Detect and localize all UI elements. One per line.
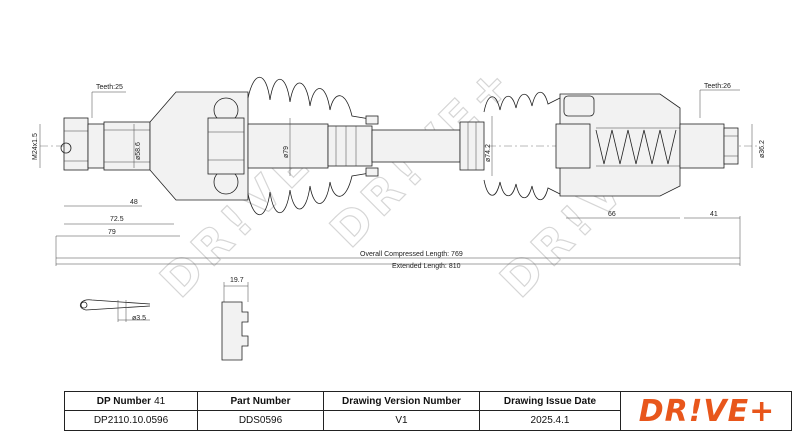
- len-72-5-label: 72.5: [110, 216, 124, 223]
- title-block-grid: DP Number 41 Part Number Drawing Version…: [65, 392, 621, 430]
- left-boot-clamp-bottom: [365, 167, 379, 177]
- dia-joint-right-label: ø74.2: [485, 144, 492, 162]
- joint-cage: [207, 117, 245, 175]
- dimension-labels: Teeth:25 Teeth:26 M24x1.5 ø58.6 ø79 ø74.…: [32, 83, 766, 270]
- right-boot-bottom: [483, 179, 561, 201]
- len-79-label: 79: [108, 229, 116, 236]
- tripod-spider: [555, 123, 591, 169]
- part-number-cell: DDS0596: [198, 411, 324, 430]
- hex-nut: [63, 117, 89, 171]
- teeth-right-label: Teeth:26: [704, 83, 731, 90]
- left-boot-clamp-top: [365, 115, 379, 125]
- drive-logo: DR!VE+: [638, 393, 776, 429]
- shaft: [247, 121, 485, 171]
- dia-stub-right-label: ø36.2: [759, 140, 766, 158]
- dp-number-value: 41: [154, 395, 166, 407]
- dimension-lines: [39, 89, 753, 266]
- right-stub-spline: [723, 127, 739, 165]
- thread-label: M24x1.5: [32, 133, 39, 160]
- len-48-label: 48: [130, 199, 138, 206]
- cotter-pin: [79, 299, 151, 311]
- shaft-spline-right: [459, 121, 485, 171]
- dia-joint-left-label: ø79: [283, 146, 290, 158]
- retaining-ring-detail: 19.7: [221, 277, 249, 361]
- dia-stub-left-label: ø58.6: [135, 142, 142, 160]
- right-stub-body: [679, 123, 725, 169]
- stub-shoulder: [103, 121, 151, 171]
- left-boot-top: [247, 77, 377, 121]
- shaft-tube: [371, 129, 461, 163]
- dp-number-header: DP Number 41: [65, 392, 198, 411]
- tripod-housing: [559, 93, 681, 197]
- version-cell: V1: [324, 411, 480, 430]
- drawing-issue-date-header: Drawing Issue Date: [480, 392, 621, 411]
- cotter-pin-detail: ø3.5: [79, 299, 151, 322]
- left-boot-bottom: [247, 171, 377, 215]
- cotter-hole: [60, 142, 72, 154]
- extended-length-label: Extended Length: 810: [392, 263, 461, 270]
- shaft-spline-left: [327, 125, 373, 167]
- len-66-label: 66: [608, 211, 616, 218]
- spline-stub: [87, 123, 105, 169]
- title-block: DP Number 41 Part Number Drawing Version…: [64, 391, 792, 431]
- part-number-header: Part Number: [198, 392, 324, 411]
- tripod-roller: [563, 95, 595, 117]
- teeth-left-label: Teeth:25: [96, 84, 123, 91]
- overall-compressed-label: Overall Compressed Length: 769: [360, 251, 463, 258]
- right-tripod-joint: [555, 93, 681, 197]
- left-stub: [60, 117, 151, 171]
- dp-code-cell: DP2110.10.0596: [65, 411, 198, 430]
- retaining-ring: [221, 301, 249, 361]
- drawing-version-header: Drawing Version Number: [324, 392, 480, 411]
- pin-dia-label: ø3.5: [132, 315, 146, 322]
- right-boot-top: [483, 91, 561, 113]
- right-stub: [679, 123, 739, 169]
- shaft-body-left: [247, 123, 329, 169]
- compression-spring: [595, 129, 677, 165]
- ring-width-label: 19.7: [230, 277, 244, 284]
- left-cv-joint: [149, 91, 249, 201]
- len-41-label: 41: [710, 211, 718, 218]
- dp-number-label: DP Number: [96, 395, 152, 407]
- left-boot: [247, 77, 379, 215]
- right-boot: [483, 91, 561, 201]
- issue-date-cell: 2025.4.1: [480, 411, 621, 430]
